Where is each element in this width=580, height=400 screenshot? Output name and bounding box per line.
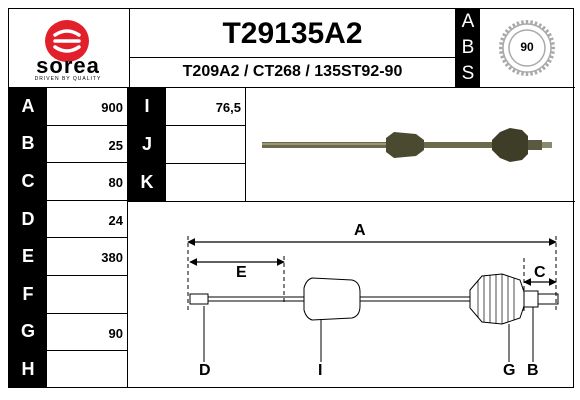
spec-key-i: I [128,88,166,125]
drive-shaft-photo-icon [262,128,552,162]
abs-ring: 90 [481,9,573,87]
spec-key-d: D [9,200,47,238]
spec-key-b: B [9,125,47,163]
dim-label-e: E [236,264,247,281]
spec-value-a: 900 [101,100,123,115]
spec-value-e: 380 [101,250,123,266]
brand-tagline: DRIVEN BY QUALITY [34,76,102,82]
dim-label-a: A [354,222,366,239]
abs-letter-b: B [456,35,480,61]
spec-value-g: 90 [108,325,123,341]
spec-value-i: 76,5 [215,100,241,115]
abs-teeth-value: 90 [520,40,534,54]
dimension-diagram: A E C D I G B [128,202,574,388]
dim-label-c: C [534,264,546,281]
spec-value-b: 25 [108,137,123,153]
abs-letter-a: A [456,9,480,35]
spec-key-a: A [9,88,47,125]
brand-logo: sorea DRIVEN BY QUALITY [9,9,129,87]
spec-key-c: C [9,163,47,200]
part-number: T29135A2 [222,17,363,50]
sorea-logo-icon [45,20,89,62]
spec-key-f: F [9,276,47,313]
dim-label-g: G [503,362,516,379]
brand-name: sorea [36,53,100,78]
drive-shaft-diagram-icon [187,236,559,362]
dim-label-d: D [199,362,211,379]
dim-label-b: B [527,362,539,379]
abs-gear-icon [499,20,555,76]
product-photo [246,88,574,200]
abs-letter-s: S [456,61,480,87]
spec-sheet: sorea DRIVEN BY QUALITY T29135A2 T209A2 … [8,8,575,388]
spec-value-d: 24 [108,212,123,228]
dim-label-i: I [318,362,323,379]
spec-key-g: G [9,313,47,351]
cross-references: T209A2 / CT268 / 135ST92-90 [182,63,403,80]
spec-key-e: E [9,238,47,275]
spec-value-c: 80 [108,175,123,191]
spec-key-h: H [9,351,47,388]
spec-key-j: J [128,126,166,163]
spec-key-k: K [128,164,166,201]
